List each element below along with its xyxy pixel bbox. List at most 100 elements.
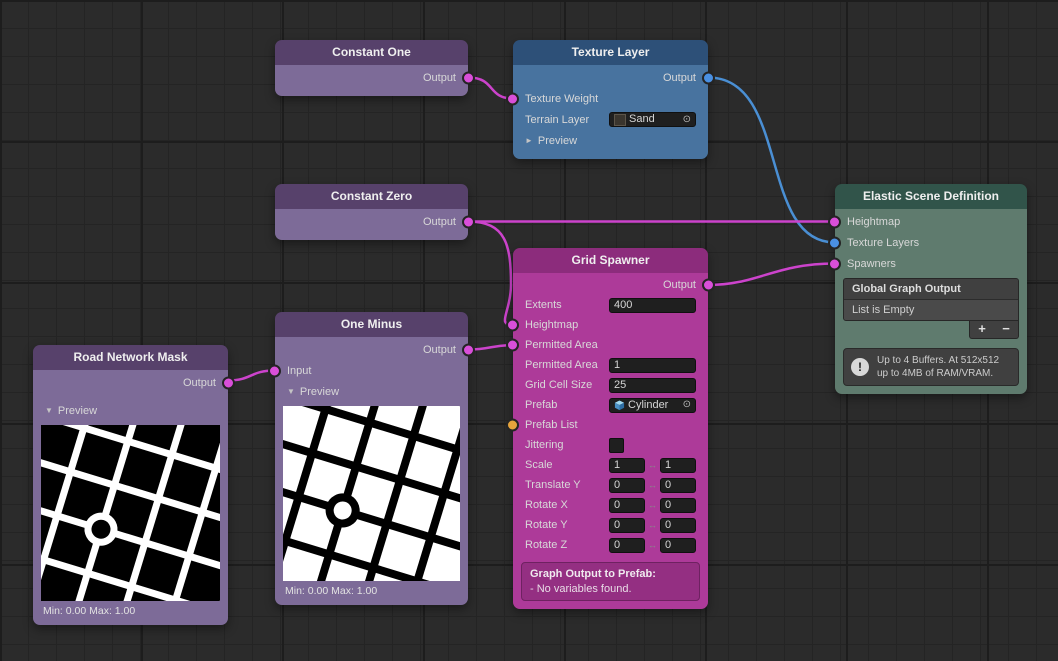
node-title[interactable]: Road Network Mask <box>33 345 228 370</box>
rotate-x-label: Rotate X <box>525 499 568 511</box>
prefab-field[interactable]: Cylinder ⊙ <box>609 397 696 413</box>
foldout-expanded-icon: ▼ <box>287 387 295 396</box>
add-element-button[interactable]: + <box>978 321 986 336</box>
permitted-area-port[interactable] <box>506 338 519 352</box>
preview-row: ► Preview <box>513 130 708 151</box>
wire-texturelayer-to-texturelayers[interactable] <box>706 76 837 244</box>
output-label: Output <box>662 71 696 84</box>
jittering-checkbox[interactable] <box>609 437 624 453</box>
list-header[interactable]: Global Graph Output <box>844 279 1018 300</box>
node-road-network-mask[interactable]: Road Network Mask Output ▼ Preview <box>33 345 235 625</box>
rotate-z-min-field[interactable]: 0 <box>609 537 645 553</box>
permitted-area-port-row: Permitted Area <box>506 335 708 355</box>
spawners-port[interactable] <box>828 257 841 270</box>
preview-foldout[interactable]: ▼ Preview <box>287 386 339 398</box>
grid-cell-size-label: Grid Cell Size <box>525 379 593 391</box>
remove-element-button[interactable]: − <box>1002 321 1010 336</box>
wire-constantzero-to-gridspawner-heightmap[interactable] <box>466 220 515 327</box>
node-title[interactable]: Texture Layer <box>513 40 708 65</box>
texture-layers-label: Texture Layers <box>847 236 920 249</box>
permitted-area-field[interactable]: 1 <box>609 357 696 373</box>
heightmap-row: Heightmap <box>506 315 708 335</box>
output-row: Output <box>513 275 715 295</box>
output-port[interactable] <box>462 71 475 84</box>
rotate-z-max-field[interactable]: 0 <box>660 537 696 553</box>
node-title[interactable]: Elastic Scene Definition <box>835 184 1027 209</box>
terrain-layer-field[interactable]: Sand ⊙ <box>609 112 696 127</box>
node-constant-one[interactable]: Constant One Output <box>275 40 475 96</box>
preview-foldout[interactable]: ▼ Preview <box>45 405 97 417</box>
rotate-y-label: Rotate Y <box>525 519 568 531</box>
rotate-x-row: Rotate X 0 ↔ 0 <box>513 495 708 515</box>
heightmap-label: Heightmap <box>525 319 579 331</box>
output-row: Output <box>275 339 475 360</box>
node-one-minus[interactable]: One Minus Output Input ▼ Preview <box>268 312 475 605</box>
output-port[interactable] <box>222 376 235 389</box>
rotate-y-min-field[interactable]: 0 <box>609 517 645 533</box>
one-minus-preview-image <box>283 406 460 581</box>
translate-y-max-field[interactable]: 0 <box>660 477 696 493</box>
preview-label: Preview <box>57 404 98 417</box>
rotate-x-max-field[interactable]: 0 <box>660 497 696 513</box>
grid-cell-size-field[interactable]: 25 <box>609 377 696 393</box>
heightmap-label: Heightmap <box>847 215 901 228</box>
jittering-row: Jittering <box>513 435 708 455</box>
prefab-list-port[interactable] <box>506 418 519 432</box>
object-picker-icon[interactable]: ⊙ <box>682 399 691 410</box>
warning-text: Up to 4 Buffers. At 512x512 up to 4MB of… <box>877 355 1000 379</box>
texture-weight-port[interactable] <box>506 92 519 105</box>
scale-min-field[interactable]: 1 <box>609 457 645 473</box>
output-port[interactable] <box>702 71 715 84</box>
heightmap-port[interactable] <box>828 215 841 228</box>
wire-gridspawner-to-spawners[interactable] <box>706 262 837 287</box>
translate-y-min-field[interactable]: 0 <box>609 477 645 493</box>
output-row: Output <box>275 211 475 232</box>
list-controls: + − <box>843 321 1019 339</box>
minmax-text: Min: 0.00 Max: 1.00 <box>43 605 136 617</box>
rotate-x-min-field[interactable]: 0 <box>609 497 645 513</box>
extents-row: Extents 400 <box>513 295 708 315</box>
range-link-icon: ↔ <box>648 520 657 530</box>
extents-field[interactable]: 400 <box>609 297 696 313</box>
node-title[interactable]: One Minus <box>275 312 468 337</box>
node-title[interactable]: Constant One <box>275 40 468 65</box>
output-label: Output <box>422 343 456 356</box>
output-port[interactable] <box>462 215 475 228</box>
node-title[interactable]: Constant Zero <box>275 184 468 209</box>
output-port[interactable] <box>702 278 715 292</box>
output-row: Output <box>33 372 235 393</box>
preview-foldout[interactable]: ► Preview <box>525 135 577 147</box>
rotate-y-max-field[interactable]: 0 <box>660 517 696 533</box>
texture-layers-port[interactable] <box>828 236 841 249</box>
spawners-label: Spawners <box>847 257 896 270</box>
permitted-area-label: Permitted Area <box>525 359 598 371</box>
node-title[interactable]: Grid Spawner <box>513 248 708 273</box>
input-port[interactable] <box>268 364 281 377</box>
list-empty-row: List is Empty <box>844 300 1018 320</box>
translate-y-label: Translate Y <box>525 479 581 491</box>
foldout-expanded-icon: ▼ <box>45 406 53 415</box>
output-row: Output <box>275 67 475 88</box>
output-label: Output <box>182 376 216 389</box>
terrain-layer-label: Terrain Layer <box>525 113 590 126</box>
texture-weight-label: Texture Weight <box>525 92 599 105</box>
scale-max-field[interactable]: 1 <box>660 457 696 473</box>
node-texture-layer[interactable]: Texture Layer Output Texture Weight Terr… <box>506 40 715 159</box>
buffer-warning-box: ! Up to 4 Buffers. At 512x512 up to 4MB … <box>843 348 1019 386</box>
terrain-layer-row: Terrain Layer Sand ⊙ <box>513 109 708 130</box>
range-link-icon: ↔ <box>648 480 657 490</box>
heightmap-port[interactable] <box>506 318 519 332</box>
rotate-z-label: Rotate Z <box>525 539 568 551</box>
translate-y-row: Translate Y 0 ↔ 0 <box>513 475 708 495</box>
output-port[interactable] <box>462 343 475 356</box>
rotate-y-row: Rotate Y 0 ↔ 0 <box>513 515 708 535</box>
node-grid-spawner[interactable]: Grid Spawner Output Extents 400 Heightma… <box>506 248 715 609</box>
output-row: Output <box>513 67 715 88</box>
node-constant-zero[interactable]: Constant Zero Output <box>275 184 475 240</box>
preview-row: ▼ Preview <box>275 381 468 402</box>
node-elastic-scene-definition[interactable]: Elastic Scene Definition Heightmap Textu… <box>828 184 1027 394</box>
object-picker-icon[interactable]: ⊙ <box>682 113 691 125</box>
extents-label: Extents <box>525 299 562 311</box>
heightmap-row: Heightmap <box>828 211 1027 232</box>
